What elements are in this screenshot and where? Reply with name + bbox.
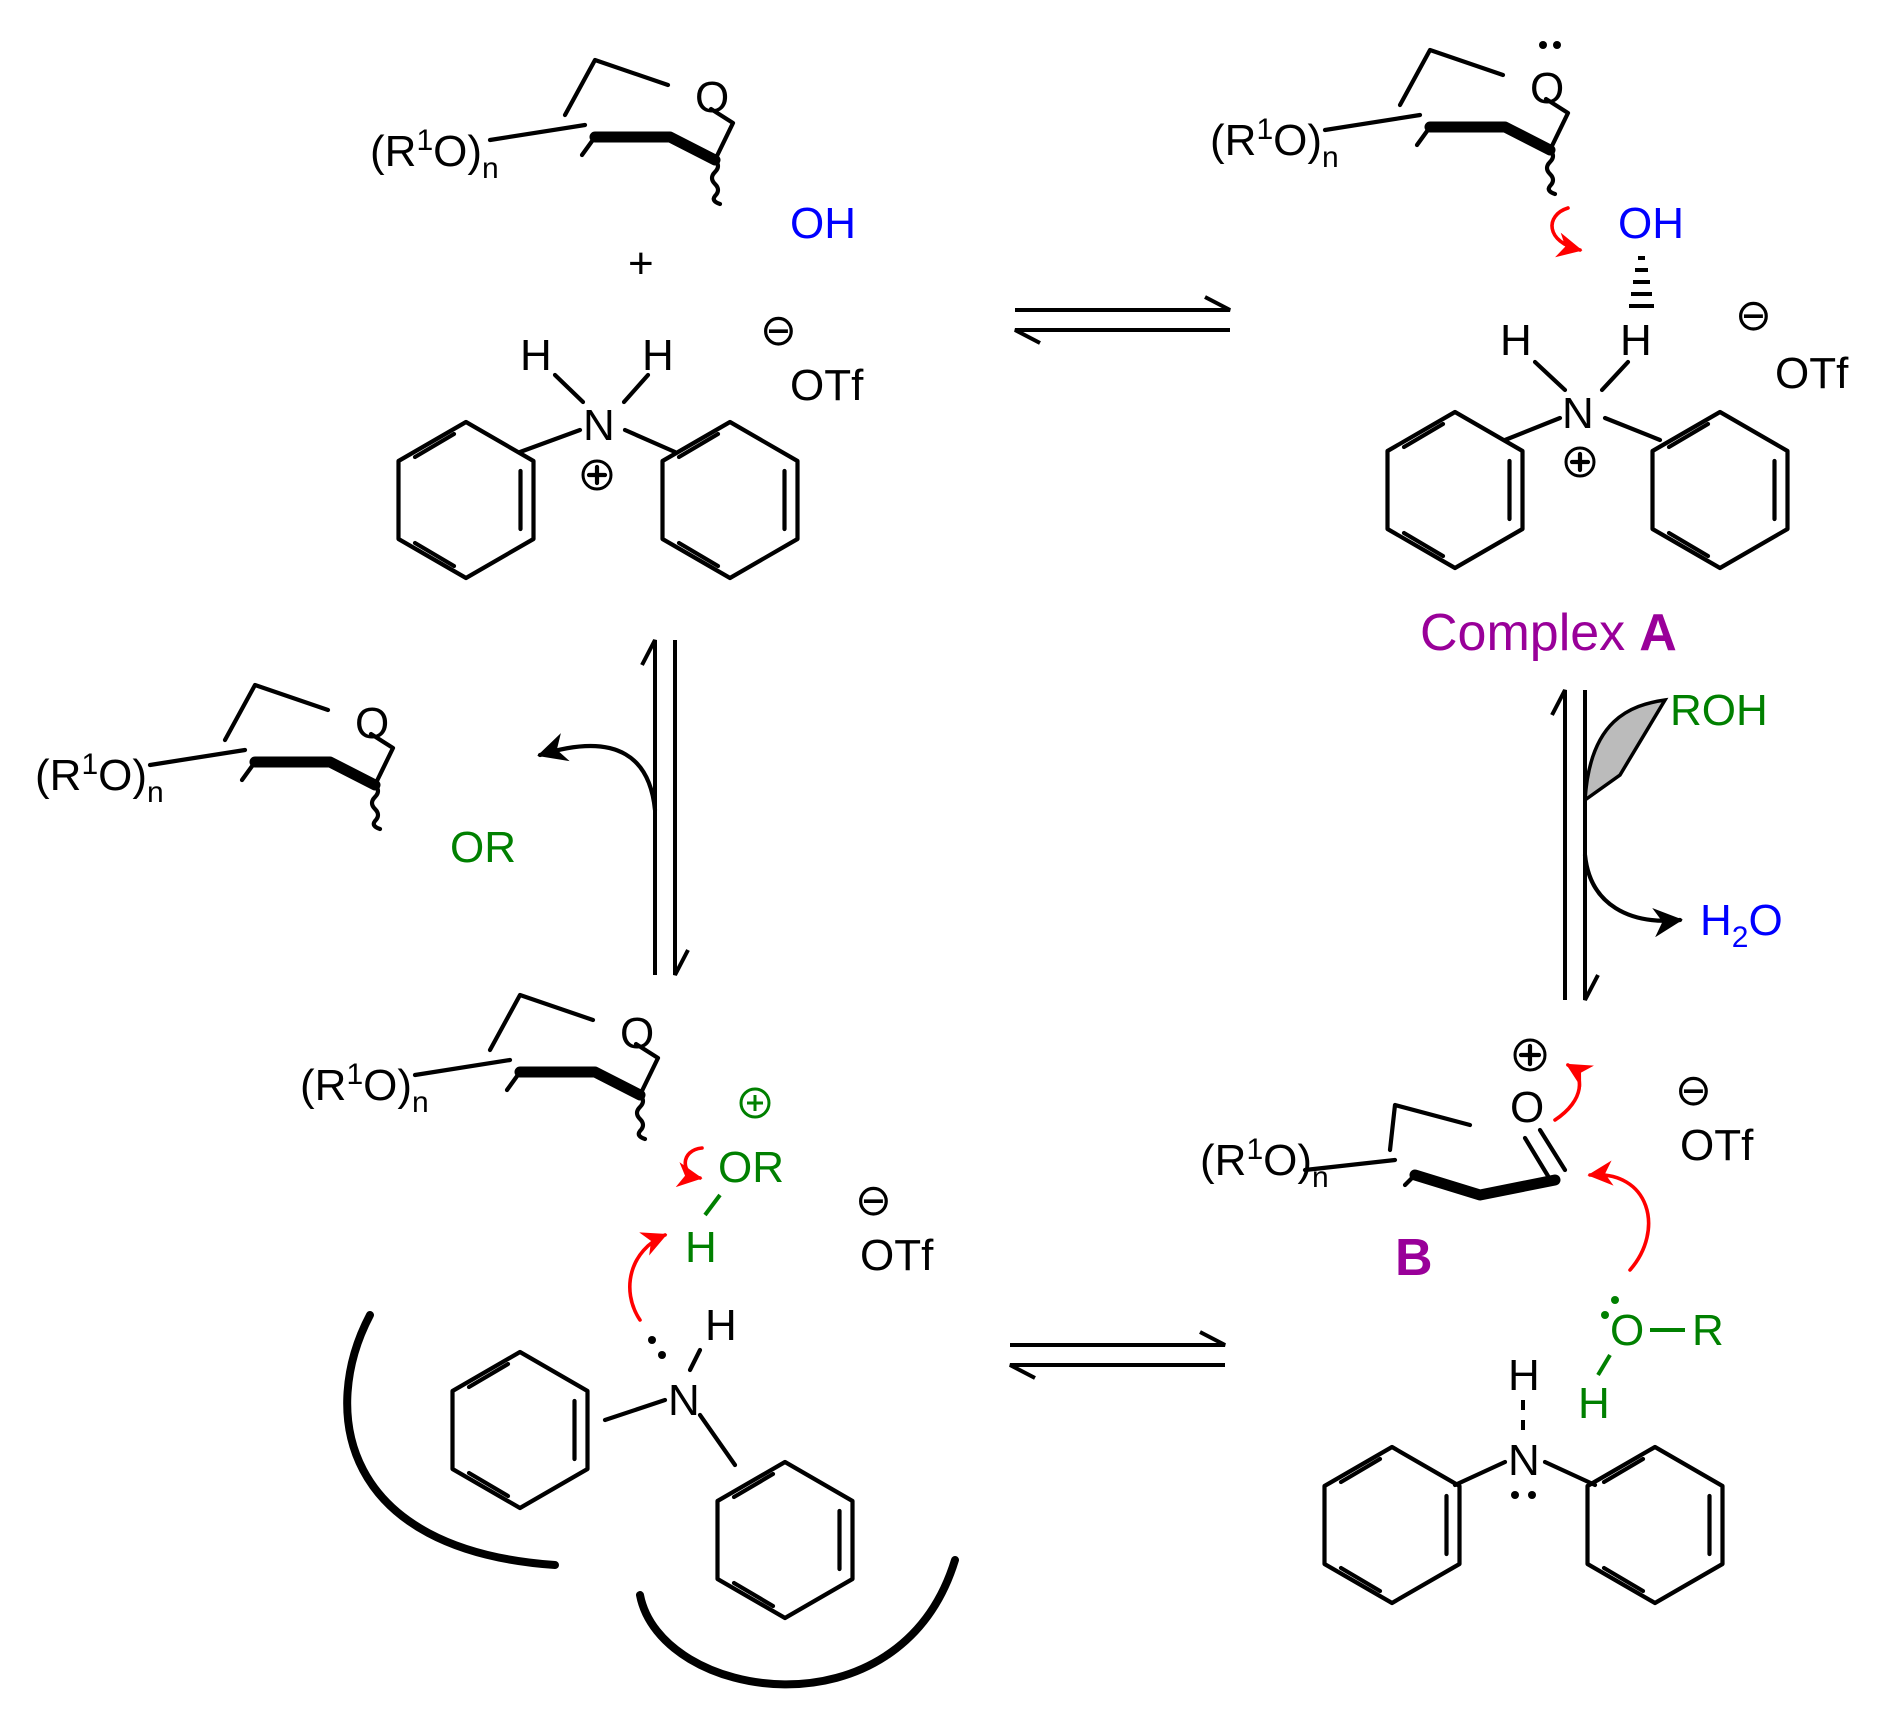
r1o-label: (R1O)n [35,748,164,809]
negative-charge-icon: ⊖ [760,306,797,355]
triflate-label: OTf [790,361,864,410]
triflate-label: OTf [1680,1121,1754,1170]
electron-push-arrow [675,1146,704,1188]
roh-label: ROH [1670,686,1768,735]
ring-oxygen-label: O [695,73,729,122]
ring-oxygen-label: O [1510,1083,1544,1132]
hydroxyl-label: OH [1618,199,1684,248]
bottom-equilibrium-arrows [1009,1330,1226,1380]
nitrogen-label: N [668,1376,700,1425]
right-vertical-arrows: ROH H2O [1550,686,1783,1001]
nitrogen-label: N [1562,389,1594,438]
top-left-reactants: (R1O)n O OH + H H N ⊖ OTf [370,60,864,578]
h-label: H [1620,316,1652,365]
water-label: H2O [1700,896,1783,954]
ring-oxygen-label: O [1530,64,1564,113]
negative-charge-icon: ⊖ [1675,1066,1712,1115]
r1o-label: (R1O)n [1200,1133,1329,1194]
triflate-label: OTf [1775,349,1849,398]
alkoxy-label: OR [718,1143,784,1192]
nitrogen-label: N [583,401,615,450]
ring-oxygen-label: O [355,699,389,748]
water-release-arrow [1582,852,1683,938]
positive-charge-icon [581,459,613,491]
lone-pair-icon [1511,1491,1519,1499]
plus-sign: + [628,239,654,288]
wavy-bond [709,157,723,207]
positive-charge-icon [1513,1038,1547,1072]
alkoxy-label: OR [450,823,516,872]
hemiacetal-sugar: (R1O)n O OH [370,60,856,248]
hydrogen-bond [1629,256,1654,308]
electron-push-arrow [1553,1063,1594,1122]
negative-charge-icon: ⊖ [1735,291,1772,340]
lone-pair-icon [1611,1296,1619,1304]
alcohol-oxygen-label: O [1610,1306,1644,1355]
left-vertical-arrows [537,639,690,976]
r1o-label: (R1O)n [1210,113,1339,174]
h-label: H [1500,316,1532,365]
r1o-label: (R1O)n [370,124,499,185]
triflate-label: OTf [860,1231,934,1280]
glycoside-product: (R1O)n O OR [35,685,516,872]
positive-charge-icon [1564,446,1596,478]
h-label: H [520,331,552,380]
steric-bulk-arc [343,1311,559,1569]
diphenylamine-base: H N [343,1232,959,1689]
top-equilibrium-arrows [1014,295,1231,345]
steric-bulk-arc [636,1556,959,1689]
lone-pair-icon [1539,41,1547,49]
nitrogen-label: N [1508,1436,1540,1485]
h-label: H [1508,1351,1540,1400]
hydrogen-label: H [1578,1379,1610,1428]
positive-charge-icon [739,1087,771,1119]
negative-charge-icon: ⊖ [855,1176,892,1225]
electron-push-arrow [1550,206,1583,258]
hydrogen-label: H [685,1223,717,1272]
alkyl-label: R [1692,1306,1724,1355]
deprotonation-arrow [628,1232,668,1322]
lone-pair-icon [648,1336,656,1344]
nucleophilic-attack-arrow [1587,1160,1651,1272]
diphenylammonium: H H N ⊖ OTf [399,306,864,578]
h-label: H [642,331,674,380]
intermediate-b-label: B [1395,1229,1433,1287]
diphenylamine-bottom-right: H N [1325,1351,1723,1603]
hydroxyl-label: OH [790,199,856,248]
oxocarbenium-b: ⊖ OTf (R1O)n O B O R H [1200,1038,1754,1428]
h-label: H [705,1301,737,1350]
oxonium-intermediate: (R1O)n O OR H ⊖ OTf [300,995,934,1280]
ring-oxygen-label: O [620,1009,654,1058]
r1o-label: (R1O)n [300,1058,429,1119]
product-release-arrow [537,733,658,813]
